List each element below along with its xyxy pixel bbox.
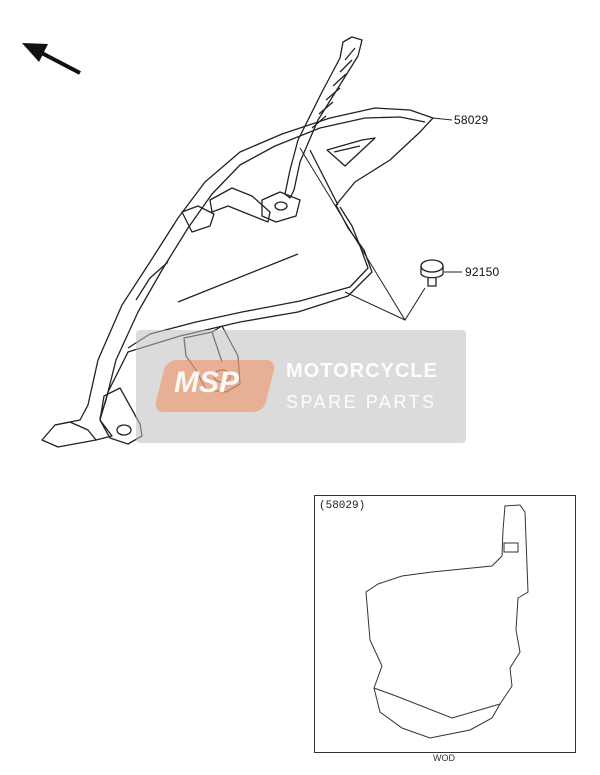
inset-part-outline [365,504,529,739]
watermark-subtitle: SPARE PARTS [286,392,437,412]
watermark-logo: MSP [174,366,240,399]
leader-lines [299,117,462,321]
callout-58029: 58029 [454,113,489,127]
inset-code: WOD [433,753,455,763]
inset-label: (58029) [319,500,366,512]
arrow-up-left-icon [22,43,81,75]
watermark-title: MOTORCYCLE [286,360,438,382]
bolt-icon [420,259,444,287]
callout-92150: 92150 [465,265,500,279]
watermark: MSP MOTORCYCLE SPARE PARTS [136,330,466,443]
inset-box [314,495,576,753]
